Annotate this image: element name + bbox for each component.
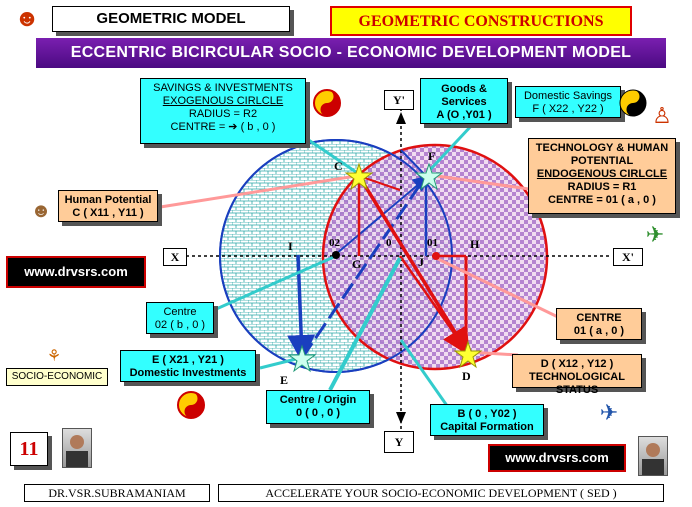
figure-icon: ♙ [652, 103, 672, 128]
savings-investments-box: SAVINGS & INVESTMENTS EXOGENOUS CIRLCLE … [140, 78, 306, 144]
origin-box: Centre / Origin 0 ( 0 , 0 ) [266, 390, 370, 424]
jet-icon-2: ✈ [599, 400, 619, 425]
tree-icon: ⚘ [46, 348, 62, 365]
geometric-model-title: GEOMETRIC MODEL [52, 6, 290, 32]
goods-line1: Goods & [441, 83, 487, 95]
yin-yang-icon [313, 89, 341, 117]
point-h-label: H [470, 237, 480, 251]
savings-line3: RADIUS = R2 [188, 108, 258, 120]
savings-line1: SAVINGS & INVESTMENTS [153, 82, 293, 94]
domestic-savings-line2: F ( X22 , Y22 ) [532, 103, 604, 115]
e-line1: E ( X21 , Y21 ) [152, 354, 224, 366]
centre1-line1: CENTRE [576, 312, 622, 324]
athlete-icon: ☻ [14, 5, 40, 32]
d-line2: TECHNOLOGICAL STATUS [529, 371, 625, 396]
point-g-label: G [352, 257, 361, 271]
origin-line1: Centre / Origin [279, 394, 357, 406]
axis-y-prime-label: Y' [384, 90, 414, 110]
slogan: ACCELERATE YOUR SOCIO-ECONOMIC DEVELOPME… [218, 484, 664, 502]
origin-line2: 0 ( 0 , 0 ) [295, 407, 341, 419]
e-line2: Domestic Investments [129, 367, 247, 379]
yin-yang-icon-3 [177, 391, 205, 419]
website-link-left[interactable]: www.drvsrs.com [6, 256, 146, 288]
human-line2: C ( X11 , Y11 ) [72, 207, 144, 219]
point-e-label: E [280, 373, 288, 387]
bodybuilder-icon: ☻ [30, 200, 52, 222]
yin-yang-icon-2 [619, 89, 647, 117]
star-d-icon [453, 340, 483, 369]
domestic-investments-box: E ( X21 , Y21 ) Domestic Investments [120, 350, 256, 382]
d-line1: D ( X12 , Y12 ) [540, 358, 614, 370]
star-f-icon [414, 162, 444, 191]
point-o1-label: 01 [427, 237, 438, 249]
axis-x-label: X [163, 248, 187, 266]
centre2-line1: Centre [163, 306, 197, 318]
tech-line1: TECHNOLOGY & HUMAN [535, 142, 669, 154]
point-i-label: I [288, 239, 293, 253]
tech-line4: RADIUS = R1 [567, 181, 637, 193]
tech-line5: CENTRE = 01 ( a , 0 ) [548, 194, 656, 206]
centre2-line2: 02 ( b , 0 ) [154, 319, 206, 331]
point-c-label: C [334, 159, 343, 173]
y-axis-arrow-down-icon [396, 412, 406, 424]
human-line1: Human Potential [64, 194, 152, 206]
point-f-label: F [428, 149, 435, 163]
point-o2-label: 02 [329, 237, 341, 249]
centre2-box: Centre 02 ( b , 0 ) [146, 302, 214, 334]
b-line1: B ( 0 , Y02 ) [457, 408, 517, 420]
centre1-box: CENTRE 01 ( a , 0 ) [556, 308, 642, 340]
human-potential-box: Human Potential C ( X11 , Y11 ) [58, 190, 158, 222]
tech-line2: POTENTIAL [570, 155, 634, 167]
centre1-line2: 01 ( a , 0 ) [573, 325, 625, 337]
technology-box: TECHNOLOGY & HUMAN POTENTIAL ENDOGENOUS … [528, 138, 676, 214]
star-e-icon [287, 344, 317, 373]
domestic-savings-line1: Domestic Savings [523, 90, 613, 102]
slide-number: 11 [10, 432, 48, 466]
author-photo [62, 428, 92, 468]
goods-services-box: Goods & Services A (O ,Y01 ) [420, 78, 508, 124]
author-name: DR.VSR.SUBRAMANIAM [24, 484, 210, 502]
axis-x-prime-label: X' [613, 248, 643, 266]
author-photo-2 [638, 436, 668, 476]
star-c-icon [344, 162, 374, 191]
savings-line4: CENTRE = ➔ ( b , 0 ) [170, 121, 276, 133]
axis-y-label: Y [384, 431, 414, 453]
geometric-constructions-title: GEOMETRIC CONSTRUCTIONS [330, 6, 632, 36]
capital-formation-box: B ( 0 , Y02 ) Capital Formation [430, 404, 544, 436]
jet-icon: ✈ [645, 222, 665, 247]
b-line2: Capital Formation [440, 421, 534, 433]
technological-status-box: D ( X12 , Y12 ) TECHNOLOGICAL STATUS [512, 354, 642, 396]
point-o-label: 0 [386, 237, 392, 249]
savings-line2: EXOGENOUS CIRLCLE [162, 95, 284, 107]
tech-line3: ENDOGENOUS CIRLCLE [536, 168, 668, 180]
model-banner: ECCENTRIC BICIRCULAR SOCIO - ECONOMIC DE… [36, 38, 666, 68]
point-d-label: D [462, 369, 471, 383]
point-j-label: J [418, 255, 424, 269]
goods-line2: Services [441, 96, 487, 108]
socio-economic-label: SOCIO-ECONOMIC [6, 368, 108, 386]
domestic-savings-box: Domestic Savings F ( X22 , Y22 ) [515, 86, 621, 118]
y-axis-arrow-icon [396, 112, 406, 124]
website-link-right[interactable]: www.drvsrs.com [488, 444, 626, 472]
goods-line3: A (O ,Y01 ) [436, 109, 492, 121]
